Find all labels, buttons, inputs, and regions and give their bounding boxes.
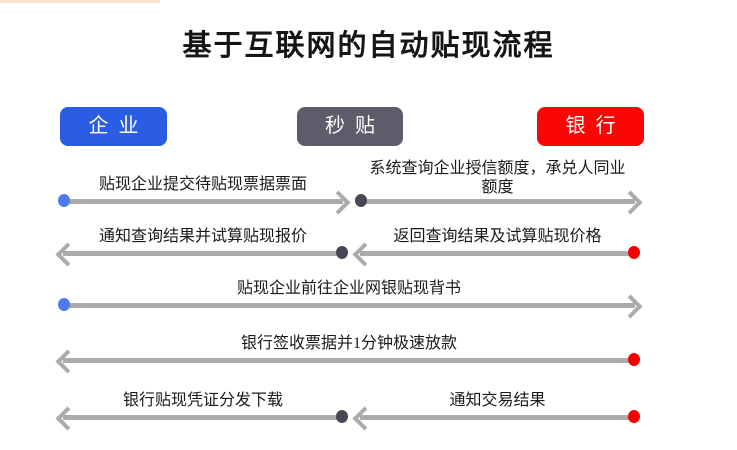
arrow-label: 贴现企业前往企业网银贴现背书 — [236, 280, 461, 297]
origin-dot-bank — [628, 410, 640, 423]
arrow-label: 银行签收票据并1分钟极速放款 — [240, 335, 457, 352]
arrow-shaft — [63, 199, 343, 204]
arrow-label: 银行贴现凭证分发下载 — [122, 392, 283, 409]
arrow-label: 通知查询结果并试算贴现报价 — [98, 228, 307, 245]
origin-dot-enterprise — [58, 194, 70, 207]
lane-label-bank: 银行 — [565, 115, 626, 137]
top-accent-bar — [0, 0, 160, 3]
arrow-label: 贴现企业提交待贴现票据票面 — [98, 176, 307, 193]
arrowhead-left-icon — [55, 406, 80, 431]
arrowhead-left-icon — [352, 242, 377, 267]
lane-header-bank: 银行 — [537, 107, 644, 146]
arrow-shaft — [63, 303, 635, 308]
arrow-shaft — [63, 358, 635, 363]
arrow-shaft — [63, 251, 343, 256]
page-title: 基于互联网的自动贴现流程 — [182, 30, 555, 62]
arrow-label: 通知交易结果 — [449, 392, 546, 409]
lane-label-enterprise: 企业 — [88, 115, 149, 137]
arrowhead-right-icon — [618, 294, 643, 319]
arrowhead-left-icon — [55, 349, 80, 374]
origin-dot-bank — [628, 353, 640, 366]
arrow-label: 系统查询企业授信额度，承兑人同业额度 — [369, 160, 626, 196]
arrow-shaft — [360, 415, 635, 420]
arrowhead-left-icon — [55, 242, 80, 267]
origin-dot-miaotie — [336, 410, 348, 423]
lane-label-miaotie: 秒贴 — [325, 115, 385, 137]
arrow-shaft — [360, 199, 635, 204]
lane-header-miaotie: 秒贴 — [297, 107, 403, 146]
arrowhead-right-icon — [326, 190, 351, 215]
origin-dot-bank — [628, 246, 640, 259]
arrow-label: 返回查询结果及试算贴现价格 — [393, 228, 602, 245]
origin-dot-miaotie — [336, 246, 348, 259]
lane-header-enterprise: 企业 — [60, 107, 167, 146]
origin-dot-miaotie — [355, 194, 367, 207]
arrow-shaft — [63, 415, 343, 420]
arrow-shaft — [360, 251, 635, 256]
origin-dot-enterprise — [58, 298, 70, 311]
arrowhead-left-icon — [352, 406, 377, 431]
